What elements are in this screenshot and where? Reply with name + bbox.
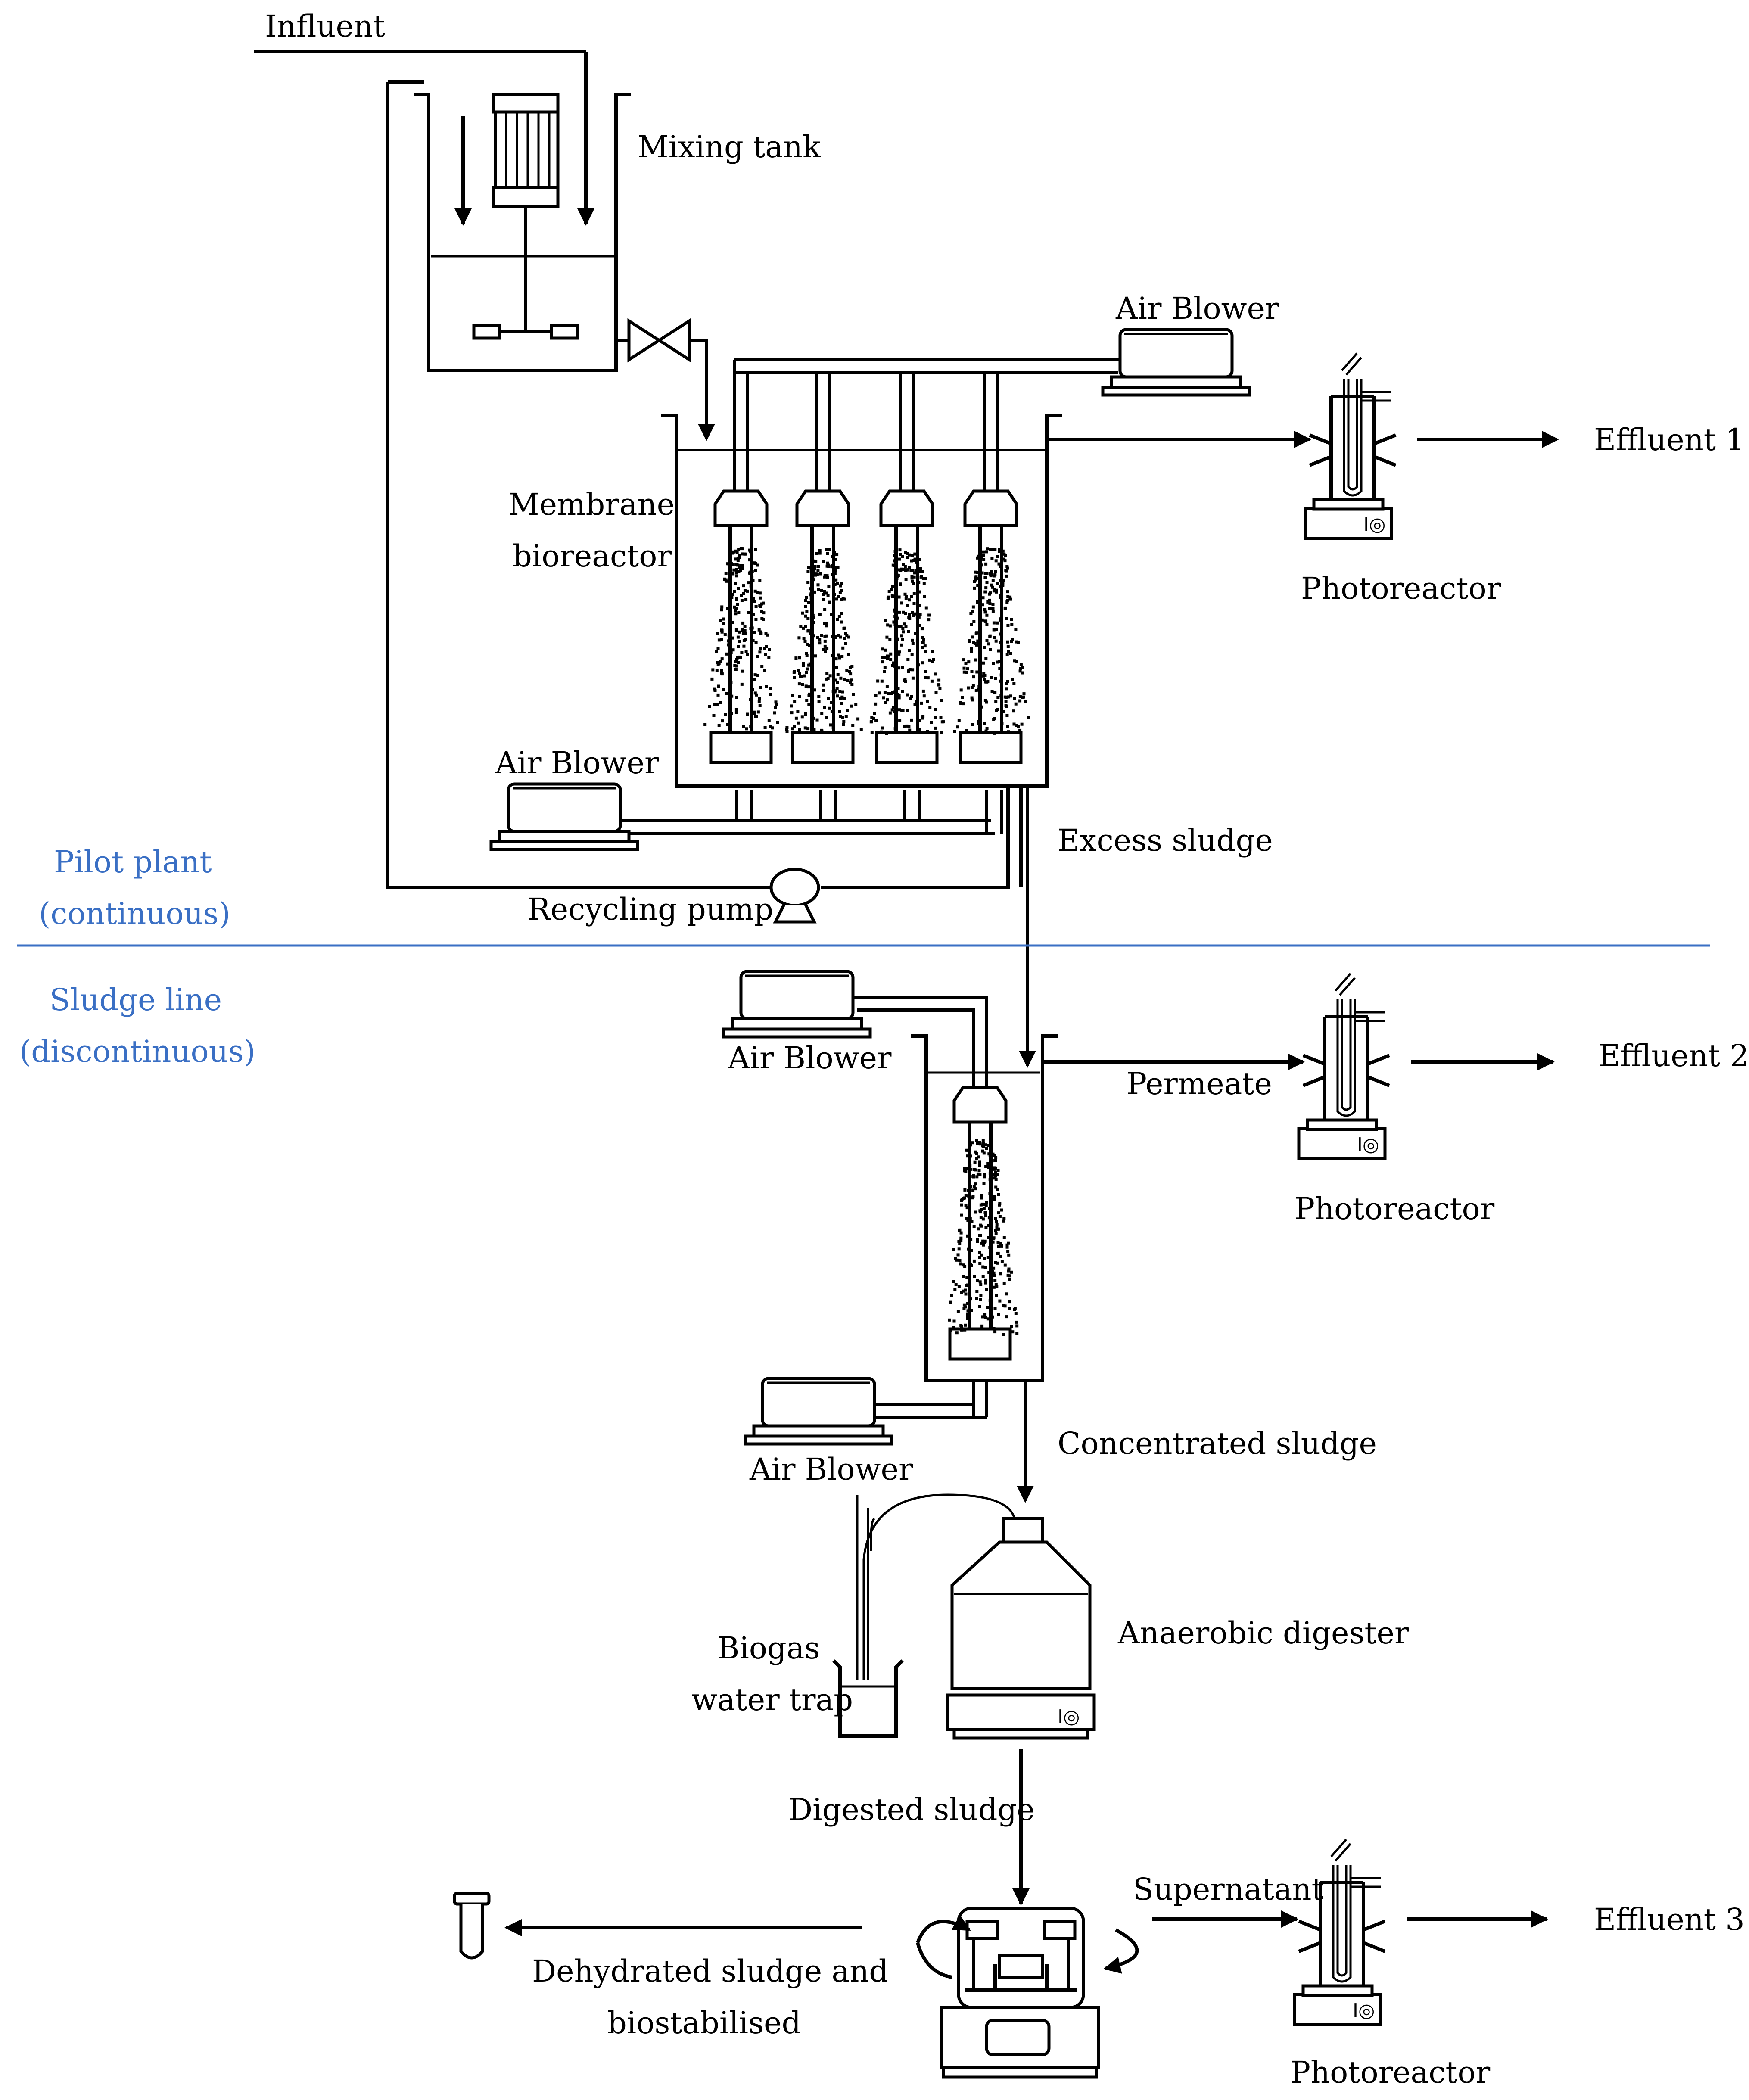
membrane-bioreactor xyxy=(616,358,1120,887)
sludge-membrane-module xyxy=(950,1088,1010,1359)
air-blower-sludge-bottom-label: Air Blower xyxy=(749,1452,913,1487)
supernatant-label: Supernatant xyxy=(1133,1872,1324,1907)
recycle-line xyxy=(386,82,771,889)
biogas-label-2: water trap xyxy=(691,1682,853,1717)
membrane-label-1: Membrane xyxy=(508,487,675,522)
biogas-water-trap xyxy=(832,1495,904,1738)
effluent-2-label: Effluent 2 xyxy=(1598,1038,1749,1073)
sludge-line-label-2: (discontinuous) xyxy=(19,1034,255,1069)
air-bubbles-mbr xyxy=(703,547,1030,735)
permeate-label: Permeate xyxy=(1127,1066,1272,1101)
svg-text:I◎: I◎ xyxy=(1058,1706,1080,1728)
digested-sludge-label: Digested sludge xyxy=(788,1792,1035,1827)
recycling-pump xyxy=(769,868,820,924)
sludge-membrane-tank xyxy=(853,996,1058,1419)
air-blower-top xyxy=(1103,330,1249,395)
air-blower-top-label: Air Blower xyxy=(1115,291,1279,326)
photoreactor-3 xyxy=(1295,1839,1385,2025)
dehydrated-label-2: biostabilised xyxy=(607,2005,801,2041)
membrane-label-2: bioreactor xyxy=(513,538,672,574)
photoreactor-1-label: Photoreactor xyxy=(1301,571,1501,606)
air-blower-sludge-top-label: Air Blower xyxy=(728,1040,892,1076)
anaerobic-digester: I◎ xyxy=(946,1517,1096,1740)
concentrated-sludge-label: Concentrated sludge xyxy=(1058,1426,1377,1461)
air-blower-sludge-top xyxy=(724,971,870,1037)
sludge-line-label-1: Sludge line xyxy=(50,982,222,1017)
air-blower-mbr-label: Air Blower xyxy=(495,745,659,781)
air-bubbles-sludge xyxy=(948,1139,1019,1336)
recycling-pump-label: Recycling pump xyxy=(528,892,773,927)
biogas-label-1: Biogas xyxy=(717,1630,820,1666)
dehydrated-label-1: Dehydrated sludge and xyxy=(532,1954,888,1989)
influent-label: Influent xyxy=(265,9,385,44)
air-blower-sludge-bottom xyxy=(745,1378,892,1444)
photoreactor-3-label: Photoreactor xyxy=(1290,2055,1491,2090)
air-blower-mbr xyxy=(491,784,638,849)
valve xyxy=(627,318,691,363)
pilot-plant-label-1: Pilot plant xyxy=(54,844,212,880)
effluent-3-label: Effluent 3 xyxy=(1594,1902,1745,1937)
centrifuge xyxy=(940,1907,1100,2079)
mixing-tank xyxy=(414,52,631,372)
anaerobic-digester-label: Anaerobic digester xyxy=(1117,1615,1409,1651)
photoreactor-2-label: Photoreactor xyxy=(1295,1191,1495,1226)
excess-sludge-label: Excess sludge xyxy=(1058,823,1273,858)
pilot-plant-label-2: (continuous) xyxy=(39,896,230,931)
photoreactor-1 xyxy=(1305,353,1396,538)
effluent-1-label: Effluent 1 xyxy=(1594,422,1745,457)
photoreactor-2 xyxy=(1299,974,1389,1159)
sample-tube xyxy=(453,1892,491,1960)
membrane-module-1 xyxy=(711,491,771,762)
mixing-tank-label: Mixing tank xyxy=(638,129,821,165)
membrane-module-4 xyxy=(961,491,1021,762)
